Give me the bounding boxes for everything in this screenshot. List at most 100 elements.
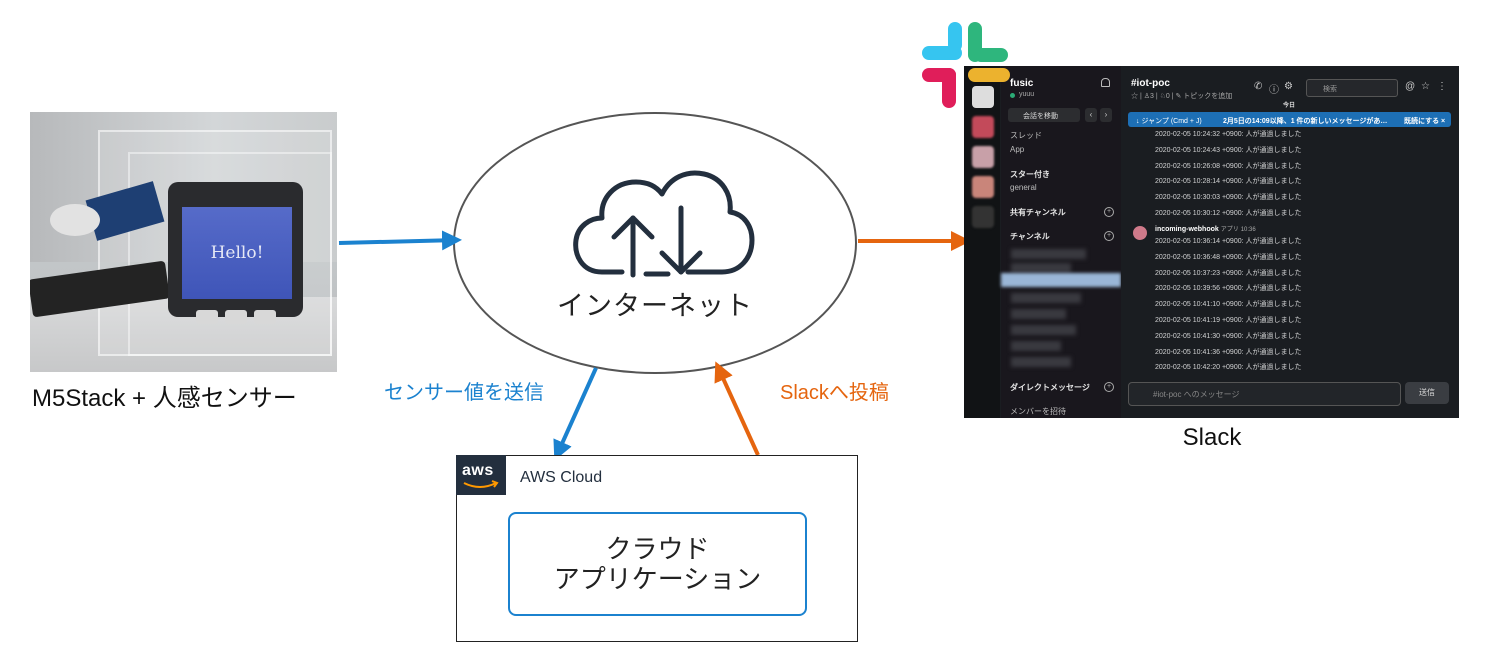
message-row: 2020-02-05 10:39:56 +0900: 人が通過しました xyxy=(1155,285,1302,293)
slack-main-pane: #iot-poc ☆ | ♙3 | ♘0 | ✎ トピックを追加 ✆ ⓘ ⚙ 検… xyxy=(1121,66,1459,418)
new-messages-banner[interactable]: ↓ ジャンプ (Cmd + J) 2月5日の14:09以降、1 件の新しいメッセ… xyxy=(1128,112,1451,127)
shared-channels-header[interactable]: 共有チャンネル xyxy=(1010,208,1066,217)
selected-channel-iot-poc[interactable] xyxy=(1001,273,1121,287)
blurred-channel[interactable] xyxy=(1011,309,1066,319)
user-name: yuuu xyxy=(1019,91,1035,98)
message-row: 2020-02-05 10:42:20 +0900: 人が通過しました xyxy=(1155,364,1302,372)
message-composer[interactable]: #iot-poc へのメッセージ xyxy=(1128,382,1401,406)
search-placeholder: 検索 xyxy=(1323,86,1337,93)
blurred-channel[interactable] xyxy=(1011,263,1071,273)
mark-read-button[interactable]: 既読にする × xyxy=(1404,118,1446,125)
blurred-channel[interactable] xyxy=(1011,325,1076,335)
blurred-channel[interactable] xyxy=(1011,341,1061,351)
info-icon[interactable]: ⓘ xyxy=(1269,85,1279,96)
m5stack-photo: Hello! xyxy=(30,112,337,372)
back-arrow-icon[interactable]: ‹ xyxy=(1085,108,1097,122)
aws-cloud-group: aws AWS Cloud クラウド アプリケーション xyxy=(456,455,858,642)
app-line-2: アプリケーション xyxy=(553,564,762,594)
phone-icon[interactable]: ✆ xyxy=(1254,81,1263,92)
jump-button-label: 会話を移動 xyxy=(1023,113,1058,120)
blurred-channel[interactable] xyxy=(1011,293,1081,303)
composer-placeholder: #iot-poc へのメッセージ xyxy=(1153,390,1240,399)
message-row: 2020-02-05 10:37:23 +0900: 人が通過しました xyxy=(1155,269,1302,277)
cloud-application-box: クラウド アプリケーション xyxy=(508,512,807,616)
message-row: 2020-02-05 10:24:43 +0900: 人が通過しました xyxy=(1155,146,1302,154)
channel-meta: ☆ | ♙3 | ♘0 | ✎ トピックを追加 xyxy=(1131,93,1233,100)
pir-sensor xyxy=(50,204,100,236)
aws-logo-text: aws xyxy=(462,462,494,479)
acrylic-case-inner xyxy=(128,152,332,356)
forward-arrow-icon[interactable]: › xyxy=(1100,108,1112,122)
message-row: 2020-02-05 10:41:10 +0900: 人が通過しました xyxy=(1155,301,1302,309)
arrow-aws-to-internet xyxy=(714,361,760,456)
star-icon[interactable]: ☆ xyxy=(1421,81,1430,92)
workspace-icon[interactable] xyxy=(972,176,994,198)
cloud-transfer-icon xyxy=(573,170,755,278)
arrow-internet-to-aws xyxy=(553,367,598,461)
online-status-dot xyxy=(1010,93,1015,98)
blurred-channel[interactable] xyxy=(1011,357,1071,367)
search-input[interactable]: 検索 xyxy=(1306,79,1398,97)
add-shared-channel-icon[interactable]: + xyxy=(1104,207,1114,217)
workspace-name[interactable]: fusic xyxy=(1010,78,1034,89)
m5stack-caption: M5Stack + 人感センサー xyxy=(32,385,297,412)
send-button[interactable]: 送信 xyxy=(1405,382,1449,404)
workspace-icon[interactable] xyxy=(972,116,994,138)
message-row: 2020-02-05 10:24:32 +0900: 人が通過しました xyxy=(1155,131,1302,138)
workspace-icon[interactable] xyxy=(972,206,994,228)
workspace-icon-fusic[interactable] xyxy=(972,86,994,108)
blurred-channel[interactable] xyxy=(1011,249,1086,259)
workspace-rail xyxy=(964,66,1000,418)
channels-header[interactable]: チャンネル xyxy=(1010,232,1050,241)
device-button-a xyxy=(196,310,218,324)
invite-members-link[interactable]: メンバーを招待 xyxy=(1010,407,1066,416)
app-line-1: クラウド xyxy=(605,534,710,564)
slack-window: fusic yuuu 会話を移動 ‹ › スレッド App スター付き gene… xyxy=(964,66,1459,418)
slack-logo-icon xyxy=(922,22,1010,108)
message-row: 2020-02-05 10:28:14 +0900: 人が通過しました xyxy=(1155,178,1302,186)
jump-to-conversation-button[interactable]: 会話を移動 xyxy=(1008,108,1080,122)
internet-label: インターネット xyxy=(557,291,753,321)
channel-name[interactable]: #iot-poc xyxy=(1131,78,1170,89)
post-slack-label: Slackへ投稿 xyxy=(780,382,889,404)
aws-logo: aws xyxy=(456,455,506,495)
internet-ellipse xyxy=(453,112,857,374)
bot-time: 10:36 xyxy=(1240,227,1256,233)
sidebar-item-app[interactable]: App xyxy=(1010,145,1025,154)
message-row: 2020-02-05 10:36:48 +0900: 人が通過しました xyxy=(1155,253,1302,261)
message-row: 2020-02-05 10:41:30 +0900: 人が通過しました xyxy=(1155,332,1302,340)
aws-smile-icon xyxy=(463,480,499,488)
message-row: 2020-02-05 10:30:03 +0900: 人が通過しました xyxy=(1155,194,1302,202)
bot-header: incoming-webhook アプリ 10:36 xyxy=(1155,224,1256,233)
arrow-m5-to-internet xyxy=(338,230,462,251)
starred-header[interactable]: スター付き xyxy=(1010,170,1050,179)
device-button-b xyxy=(225,310,247,324)
gear-icon[interactable]: ⚙ xyxy=(1284,81,1293,92)
banner-text: 2月5日の14:09以降、1 件の新しいメッセージがあ… xyxy=(1223,118,1388,125)
message-row: 2020-02-05 10:26:08 +0900: 人が通過しました xyxy=(1155,162,1302,170)
aws-cloud-title: AWS Cloud xyxy=(520,469,603,486)
bot-avatar[interactable] xyxy=(1133,226,1147,240)
add-channel-icon[interactable]: + xyxy=(1104,231,1114,241)
bot-name[interactable]: incoming-webhook xyxy=(1155,226,1219,233)
mention-icon[interactable]: @ xyxy=(1405,81,1416,92)
dm-header[interactable]: ダイレクトメッセージ xyxy=(1010,383,1090,392)
sidebar-item-threads[interactable]: スレッド xyxy=(1010,131,1042,140)
send-sensor-label: センサー値を送信 xyxy=(384,382,544,404)
add-dm-icon[interactable]: + xyxy=(1104,382,1114,392)
bell-icon[interactable] xyxy=(1101,78,1110,87)
message-row: 2020-02-05 10:36:14 +0900: 人が通過しました xyxy=(1155,238,1302,245)
device-button-c xyxy=(254,310,276,324)
slack-sidebar: fusic yuuu 会話を移動 ‹ › スレッド App スター付き gene… xyxy=(1001,66,1121,418)
date-divider: 今日 xyxy=(1283,103,1296,109)
slack-caption: Slack xyxy=(1182,424,1242,451)
banner-jump[interactable]: ↓ ジャンプ (Cmd + J) xyxy=(1136,118,1202,125)
message-row: 2020-02-05 10:41:36 +0900: 人が通過しました xyxy=(1155,348,1302,356)
sidebar-channel-general[interactable]: general xyxy=(1010,183,1037,192)
more-icon[interactable]: ⋮ xyxy=(1437,81,1447,92)
message-row: 2020-02-05 10:41:19 +0900: 人が通過しました xyxy=(1155,317,1302,324)
device-screen: Hello! xyxy=(182,207,292,299)
message-row: 2020-02-05 10:30:12 +0900: 人が通過しました xyxy=(1155,210,1302,217)
workspace-icon[interactable] xyxy=(972,146,994,168)
